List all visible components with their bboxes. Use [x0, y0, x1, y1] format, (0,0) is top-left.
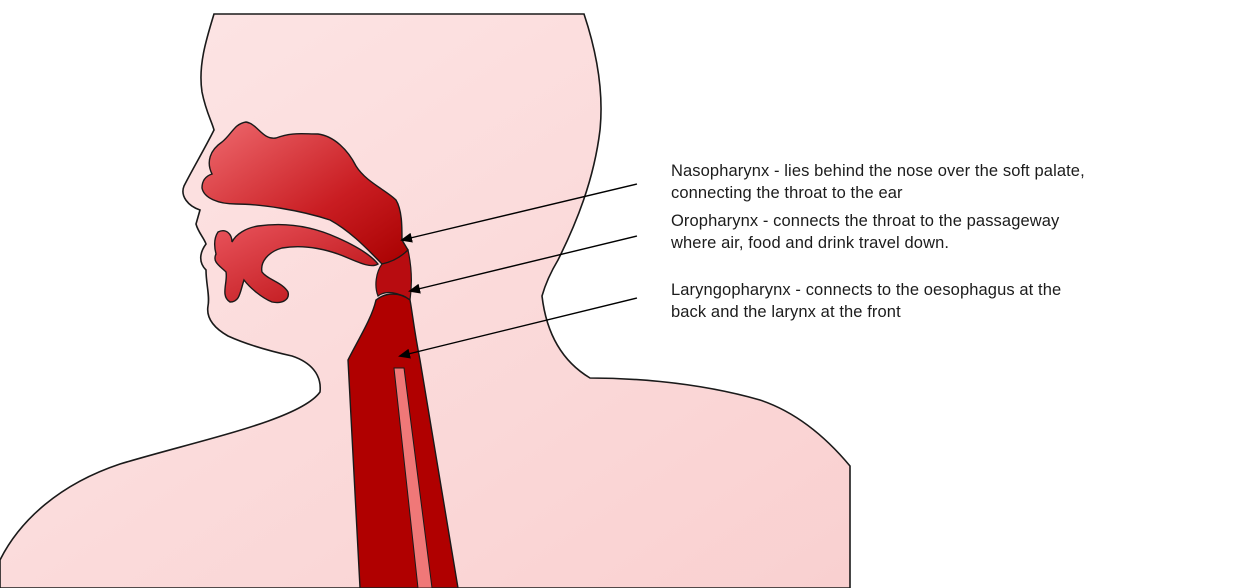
label-nasopharynx-line2: connecting the throat to the ear: [671, 182, 1246, 204]
label-oropharynx-line2: where air, food and drink travel down.: [671, 232, 1246, 254]
label-oropharynx: Oropharynx - connects the throat to the …: [671, 210, 1246, 254]
label-oropharynx-line1: Oropharynx - connects the throat to the …: [671, 210, 1246, 232]
label-laryngopharynx-line1: Laryngopharynx - connects to the oesopha…: [671, 279, 1246, 301]
label-laryngopharynx: Laryngopharynx - connects to the oesopha…: [671, 279, 1246, 323]
label-laryngopharynx-line2: back and the larynx at the front: [671, 301, 1246, 323]
label-nasopharynx: Nasopharynx - lies behind the nose over …: [671, 160, 1246, 204]
label-nasopharynx-line1: Nasopharynx - lies behind the nose over …: [671, 160, 1246, 182]
